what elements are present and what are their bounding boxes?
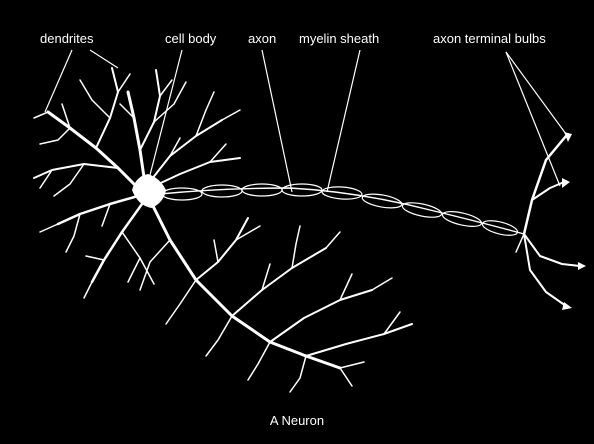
label-cell-body: cell body: [165, 31, 216, 46]
label-myelin-sheath: myelin sheath: [299, 31, 379, 46]
label-axon-terminal-bulbs: axon terminal bulbs: [433, 31, 546, 46]
myelinated-axon: [160, 184, 524, 238]
diagram-caption: A Neuron: [0, 413, 594, 428]
dendrites: [34, 68, 412, 392]
label-dendrites: dendrites: [40, 31, 93, 46]
label-axon: axon: [248, 31, 276, 46]
axon-terminal-bulbs: [562, 132, 586, 310]
axon-terminals: [516, 136, 580, 306]
cell-body-shape: [132, 174, 166, 208]
label-pointer-lines: [45, 50, 566, 192]
